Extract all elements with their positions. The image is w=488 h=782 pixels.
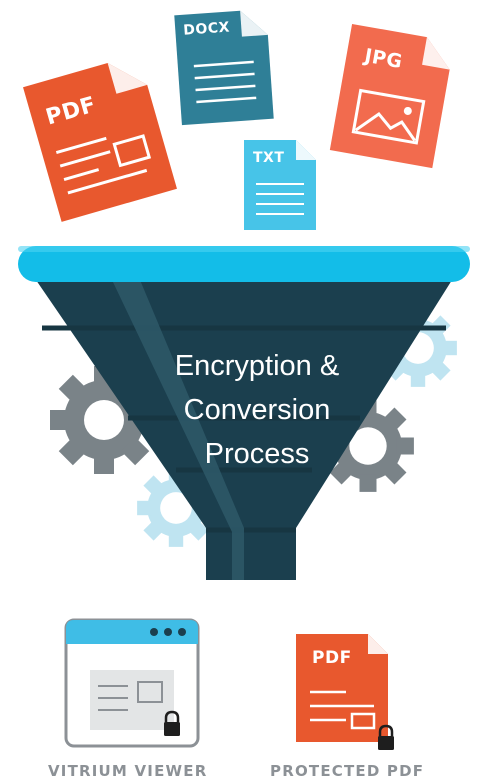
funnel-graphic: Encryption & Conversion Process	[18, 246, 470, 580]
gear-icon	[137, 469, 215, 547]
txt-file-icon: TXT	[244, 140, 316, 230]
protected-pdf-caption: PROTECTED PDF	[270, 762, 425, 780]
viewer-caption: VITRIUM VIEWER	[48, 762, 208, 780]
funnel-label-line3: Process	[204, 438, 310, 470]
lock-icon	[378, 724, 394, 750]
protected-pdf-icon: PDF	[296, 634, 400, 750]
viewer-window-icon	[64, 618, 200, 748]
funnel-label-line2: Conversion	[183, 394, 331, 426]
docx-file-label: DOCX	[182, 19, 231, 39]
pdf-file-icon: PDF	[6, 44, 194, 232]
txt-file-label: TXT	[253, 150, 285, 166]
gear-icon	[322, 400, 414, 492]
jpg-file-icon: JPG	[318, 14, 465, 179]
funnel-label: Encryption & Conversion Process	[150, 344, 364, 476]
docx-file-icon: DOCX	[168, 5, 280, 130]
gear-icon	[50, 366, 158, 474]
protected-pdf-label: PDF	[312, 648, 352, 668]
lock-icon	[164, 710, 180, 736]
funnel-label-line1: Encryption &	[174, 350, 340, 382]
